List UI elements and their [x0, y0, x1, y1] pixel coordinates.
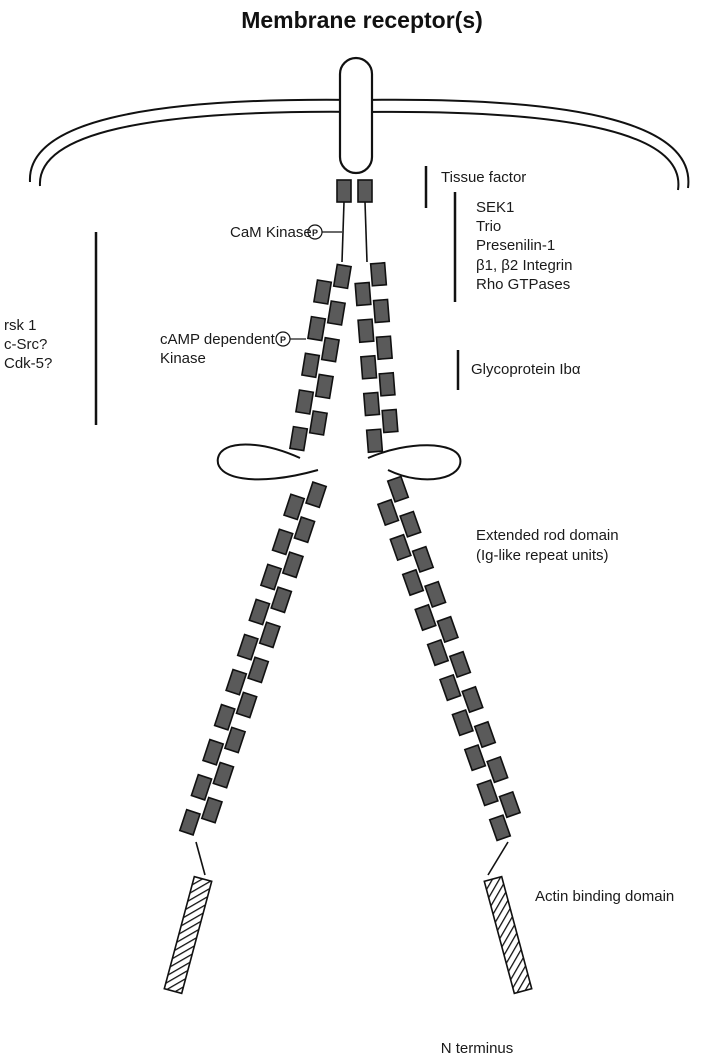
diagram-title: Membrane receptor(s): [241, 7, 483, 33]
ig-repeat-unit: [379, 373, 395, 396]
rsk1-label: rsk 1: [4, 317, 37, 334]
phospho-symbol: P: [280, 335, 286, 345]
cam-kinase-label: CaM Kinase: [230, 224, 312, 241]
rod-domain-label-line1: Extended rod domain: [476, 527, 619, 544]
ig-repeat-unit: [302, 353, 319, 377]
integrin-label: β1, β2 Integrin: [476, 257, 572, 274]
hinge-linker-right: [365, 202, 367, 262]
ig-repeat-unit: [437, 617, 458, 642]
ig-repeat-unit: [273, 529, 293, 554]
ig-repeat-unit: [290, 427, 307, 451]
ig-repeat-unit: [390, 535, 411, 560]
ig-repeat-unit: [477, 780, 498, 805]
camp-kinase-label-line2: Kinase: [160, 350, 206, 367]
hinge-linker-left: [342, 202, 344, 262]
ig-repeat-unit: [226, 669, 246, 694]
upper-repeat-chain-left: [290, 264, 351, 450]
upper-repeat-chain-right: [355, 263, 398, 452]
ig-repeat-unit: [180, 810, 200, 835]
rho-gtpases-label: Rho GTPases: [476, 276, 570, 293]
actin-linker-left: [196, 842, 205, 875]
ig-repeat-unit: [465, 745, 486, 770]
ig-repeat-unit: [271, 587, 291, 612]
ig-repeat-unit: [450, 652, 471, 677]
rod-repeat-chain-left: [180, 482, 326, 835]
ig-repeat-unit: [215, 705, 235, 730]
ig-repeat-unit: [403, 570, 424, 595]
ig-repeat-unit: [475, 722, 496, 747]
ig-repeat-unit: [371, 263, 387, 286]
dimerization-repeat-right: [358, 180, 372, 202]
ig-repeat-unit: [261, 564, 281, 589]
c-src-label: c-Src?: [4, 336, 47, 353]
cam-kinase-phospho-site: P: [308, 225, 342, 239]
presenilin-label: Presenilin-1: [476, 237, 555, 254]
ig-repeat-unit: [202, 797, 222, 822]
ig-repeat-unit: [316, 374, 333, 398]
ig-repeat-unit: [328, 301, 345, 325]
ig-repeat-unit: [191, 775, 211, 800]
trio-label: Trio: [476, 218, 501, 235]
cdk5-label: Cdk-5?: [4, 355, 52, 372]
camp-kinase-label-line1: cAMP dependent: [160, 331, 276, 348]
actin-binding-domain-left: [164, 877, 211, 994]
ig-repeat-unit: [452, 710, 473, 735]
ig-repeat-unit: [334, 264, 351, 288]
ig-repeat-unit: [415, 605, 436, 630]
n-terminus-label: N terminus: [441, 1040, 514, 1057]
ig-repeat-unit: [364, 392, 380, 415]
ig-repeat-unit: [283, 552, 303, 577]
ig-repeat-unit: [310, 411, 327, 435]
ig-repeat-unit: [388, 476, 409, 501]
rod-domain-label-line2: (Ig-like repeat units): [476, 547, 609, 564]
actin-binding-label: Actin binding domain: [535, 888, 674, 905]
ig-repeat-unit: [306, 482, 326, 507]
ig-repeat-unit: [487, 757, 508, 782]
ig-repeat-unit: [378, 500, 399, 525]
ig-repeat-unit: [355, 282, 371, 305]
ig-repeat-unit: [213, 762, 233, 787]
ig-repeat-unit: [203, 740, 223, 765]
ig-repeat-unit: [284, 494, 304, 519]
dimerization-repeat-left: [337, 180, 351, 202]
ig-repeat-unit: [322, 338, 339, 362]
ig-repeat-unit: [367, 429, 383, 452]
actin-linker-right: [488, 842, 508, 875]
ig-repeat-unit: [238, 634, 258, 659]
ig-repeat-unit: [413, 547, 434, 572]
ig-repeat-unit: [400, 511, 421, 536]
ig-repeat-unit: [425, 582, 446, 607]
ig-repeat-unit: [314, 280, 331, 304]
ig-repeat-unit: [294, 517, 314, 542]
ig-repeat-unit: [440, 675, 461, 700]
ig-repeat-unit: [382, 409, 398, 432]
camp-kinase-phospho-site: P: [276, 332, 306, 346]
membrane-receptor: [340, 58, 372, 173]
ig-repeat-unit: [308, 317, 325, 341]
ig-repeat-unit: [361, 356, 377, 379]
ig-repeat-unit: [500, 792, 521, 817]
ig-repeat-unit: [225, 727, 245, 752]
phospho-symbol: P: [312, 228, 318, 238]
tissue-factor-label: Tissue factor: [441, 169, 526, 186]
ig-repeat-unit: [490, 815, 511, 840]
ig-repeat-unit: [374, 299, 390, 322]
actin-binding-domain-right: [484, 877, 531, 994]
ig-repeat-unit: [358, 319, 374, 342]
sek1-label: SEK1: [476, 199, 514, 216]
ig-repeat-unit: [248, 657, 268, 682]
ig-repeat-unit: [428, 640, 449, 665]
ig-repeat-unit: [249, 599, 269, 624]
ig-repeat-unit: [260, 622, 280, 647]
glycoprotein-label: Glycoprotein Ibα: [471, 361, 581, 378]
ig-repeat-unit: [237, 692, 257, 717]
ig-repeat-unit: [376, 336, 392, 359]
ig-repeat-unit: [462, 687, 483, 712]
ig-repeat-unit: [296, 390, 313, 414]
